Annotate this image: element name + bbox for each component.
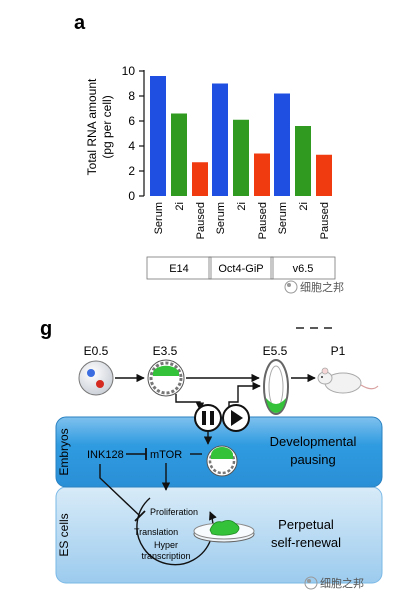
x-tick-label: Serum [277,202,289,234]
stage-e55: E5.5 [263,344,288,358]
developmental-pausing-line2: pausing [290,452,336,467]
bar-v6.5-Serum [274,93,290,196]
watermark-logo-dot [287,283,291,287]
x-tick-label: Paused [195,202,207,239]
ink128-circle-bar [134,510,146,522]
mouse-icon [317,367,379,394]
pause-icon [194,404,222,432]
arrow-to-pause [175,394,205,411]
y-tick-label: 2 [128,164,135,178]
transcription-label: transcription [141,551,190,561]
zygote-icon [78,360,114,396]
watermark-text: 细胞之邦 [300,280,344,294]
y-tick-label: 0 [128,189,135,203]
ink128-to-circle [99,464,141,517]
x-tick-label: Paused [257,202,269,239]
watermark-logo-icon [284,280,298,294]
bar-Oct4-GiP-2i [233,119,249,196]
embryos-label: Embryos [57,428,71,475]
y-tick-label: 8 [128,89,135,103]
y-tick-label: 10 [122,64,136,78]
y-axis-label-line2: (pg per cell) [100,95,114,158]
panel-a: a Total RNA amount (pg per cell) 0 2 4 6 8 10… [74,12,344,294]
bar-v6.5-2i [295,126,311,196]
bar-E14-2i [171,113,187,196]
ink128-label: INK128 [87,449,124,461]
petri-dish-icon [193,520,255,543]
group-box-E14 [146,256,212,280]
stage-e05: E0.5 [84,344,109,358]
es-cells-label: ES cells [57,513,71,556]
group-label-Oct4-GiP: Oct4-GiP [218,263,263,275]
x-tick-label: 2i [174,202,186,211]
bar-Oct4-GiP-Paused [254,153,270,196]
y-tick-label: 4 [128,139,135,153]
y-axis-label-line1: Total RNA amount [85,78,99,175]
watermark-bottom-text: 细胞之邦 [320,576,364,590]
x-tick-label: Serum [153,202,165,234]
watermark-bottom-logo-icon [304,576,318,590]
egg-cylinder-icon [263,359,289,415]
watermark-top: 细胞之邦 [284,280,344,294]
stage-p1: P1 [331,344,346,358]
stage-e35: E3.5 [153,344,178,358]
play-icon [222,404,250,432]
mtor-label: mTOR [150,449,182,461]
panel-a-letter: a [74,12,86,34]
translation-label: Translation [134,527,178,537]
watermark-bottom: 细胞之邦 [304,576,364,590]
bar-E14-Paused [192,162,208,196]
panel-g-letter: g [40,318,52,340]
x-tick-label: 2i [298,202,310,211]
x-tick-label: Serum [215,202,227,234]
bar-Oct4-GiP-Serum [212,83,228,196]
group-box-Oct4-GiP [208,256,274,280]
perpetual-self-renewal-line2: self-renewal [271,535,341,550]
panel-g: g Embryos ES cells E0.5 E3.5 E5.5 P1 [40,318,383,590]
x-tick-labels: Serum 2i Paused Serum 2i Paused Serum 2i Paused [153,202,331,239]
group-box-v6.5 [270,256,336,280]
x-tick-label: 2i [236,202,248,211]
group-label-v6.5: v6.5 [293,263,314,275]
proliferation-label: Proliferation [150,507,198,517]
group-label-E14: E14 [169,263,189,275]
bars [150,76,332,196]
bar-v6.5-Paused [316,154,332,196]
paused-blastocyst-icon [206,445,238,477]
group-label-boxes: E14 Oct4-GiP v6.5 [146,256,336,280]
developmental-pausing-line1: Developmental [270,434,357,449]
watermark-bottom-logo-dot [307,579,311,583]
bar-E14-Serum [150,76,166,196]
perpetual-self-renewal-line1: Perpetual [278,517,334,532]
y-tick-label: 6 [128,114,135,128]
blastocyst-icon [147,359,185,397]
x-tick-label: Paused [319,202,331,239]
hyper-label: Hyper [154,540,178,550]
y-axis: 0 2 4 6 8 10 [122,64,145,203]
